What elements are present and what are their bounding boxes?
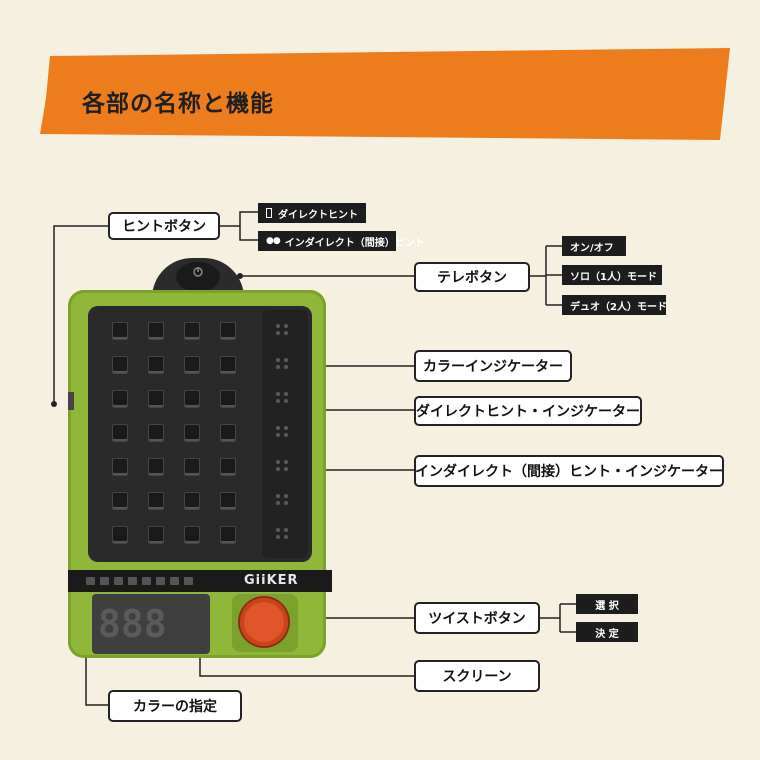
- peg-cell: [112, 322, 128, 340]
- color-led: [86, 577, 95, 585]
- peg-cell: [148, 458, 164, 476]
- peg-cell: [220, 492, 236, 510]
- hint-dots: [276, 392, 292, 404]
- tag-duo-mode: デュオ（2人）モード: [562, 295, 667, 315]
- hint-button[interactable]: [68, 392, 74, 410]
- peg-cell: [112, 424, 128, 442]
- hint-dots: [276, 358, 292, 370]
- hint-dots: [276, 324, 292, 336]
- peg-cell: [184, 526, 200, 544]
- tag-solo-mode: ソロ（1人）モード: [562, 265, 662, 285]
- hint-dots: [276, 460, 292, 472]
- twist-knob[interactable]: [240, 598, 288, 646]
- peg-cell: [148, 526, 164, 544]
- peg-cell: [148, 424, 164, 442]
- callout-color-indicator: カラーインジケーター: [414, 350, 572, 382]
- peg-cell: [184, 390, 200, 408]
- peg-cell: [220, 526, 236, 544]
- callout-indirect-hint-indicator: インダイレクト（間接）ヒント・インジケーター: [414, 455, 724, 487]
- tag-on-off: オン/オフ: [562, 236, 626, 256]
- peg-cell: [148, 356, 164, 374]
- hint-dots: [276, 426, 292, 438]
- screen: [92, 594, 210, 654]
- peg-cell: [148, 322, 164, 340]
- color-led: [142, 577, 151, 585]
- peg-cell: [112, 526, 128, 544]
- peg-cell: [220, 322, 236, 340]
- color-led: [128, 577, 137, 585]
- peg-cell: [112, 492, 128, 510]
- peg-cell: [184, 424, 200, 442]
- peg-cell: [148, 390, 164, 408]
- color-led: [114, 577, 123, 585]
- direct-hint-icon: [266, 208, 272, 218]
- callout-twist-button: ツイストボタン: [414, 602, 540, 634]
- peg-cell: [184, 492, 200, 510]
- indirect-hint-icon: ●●: [266, 236, 281, 246]
- peg-cell: [220, 458, 236, 476]
- tag-direct-hint: ダイレクトヒント: [258, 203, 366, 223]
- hint-dots: [276, 528, 292, 540]
- callout-screen: スクリーン: [414, 660, 540, 692]
- callout-color-select: カラーの指定: [108, 690, 242, 722]
- peg-cell: [148, 492, 164, 510]
- tag-select: 選 択: [576, 594, 638, 614]
- power-icon: [193, 267, 203, 277]
- peg-cell: [184, 322, 200, 340]
- peg-cell: [112, 458, 128, 476]
- peg-cell: [220, 356, 236, 374]
- peg-cell: [112, 356, 128, 374]
- brand-logo: GiiKER: [244, 573, 299, 588]
- callout-hint-button: ヒントボタン: [108, 212, 220, 240]
- peg-cell: [184, 356, 200, 374]
- callout-tele-button: テレボタン: [414, 262, 530, 292]
- tag-decide: 決 定: [576, 622, 638, 642]
- page-title: 各部の名称と機能: [82, 91, 274, 117]
- color-led: [184, 577, 193, 585]
- hint-dots: [276, 494, 292, 506]
- peg-cell: [220, 424, 236, 442]
- peg-cell: [184, 458, 200, 476]
- title-banner: [40, 48, 730, 140]
- tag-indirect-hint: ●● インダイレクト（間接）ヒント: [258, 231, 425, 251]
- color-led: [170, 577, 179, 585]
- callout-direct-hint-indicator: ダイレクトヒント・インジケーター: [414, 396, 642, 426]
- peg-cell: [112, 390, 128, 408]
- color-strip: [68, 570, 332, 592]
- color-led: [100, 577, 109, 585]
- color-led: [156, 577, 165, 585]
- screen-digits: 888: [98, 602, 167, 646]
- peg-cell: [220, 390, 236, 408]
